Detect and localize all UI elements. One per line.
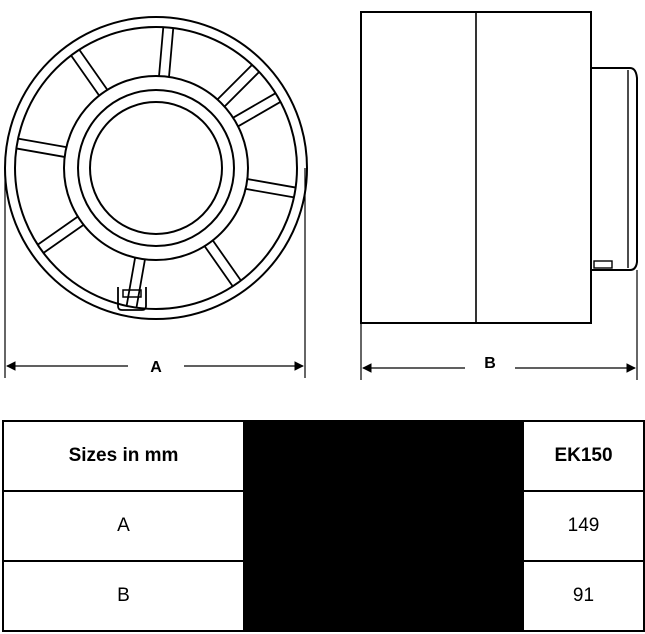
hub-outer (63, 75, 249, 261)
model-header: EK150 (522, 420, 645, 492)
table-header-row: Sizes in mm EK150 (2, 420, 645, 632)
hub-middle (77, 89, 235, 247)
fan-blade (216, 64, 260, 108)
outer-ring-outer (4, 16, 308, 320)
latch-slot (122, 289, 142, 298)
dimension-label-b: B (484, 355, 496, 372)
dimension-cell-b: B (2, 560, 245, 632)
fan-blade (125, 257, 146, 308)
dimension-cell-a: A (2, 490, 245, 562)
sizes-table: Sizes in mm EK150 A 149 B 91 (2, 420, 645, 632)
fan-blade (70, 49, 109, 97)
fan-blades (16, 27, 296, 308)
table-row: A 149 (2, 490, 645, 562)
technical-drawing: A B (4, 11, 638, 380)
fan-blade (158, 27, 175, 77)
latch-tab (117, 287, 147, 311)
fan-blade (232, 92, 282, 128)
sizes-header: Sizes in mm (2, 420, 245, 492)
motor-housing (591, 67, 638, 271)
fan-blade (37, 215, 85, 254)
fan-blade (245, 178, 296, 199)
redacted-cell (243, 420, 524, 632)
table-row: B 91 (2, 560, 645, 632)
dimension-label-a: A (150, 359, 162, 376)
dimension-b (360, 270, 638, 380)
hub-inner (89, 101, 223, 235)
value-cell-b: 91 (522, 560, 645, 632)
dimension-a (4, 168, 306, 378)
fan-blade (16, 137, 67, 158)
front-view (4, 16, 308, 320)
value-cell-a: 149 (522, 490, 645, 562)
side-view (360, 11, 638, 324)
outer-ring-inner (14, 26, 298, 310)
fan-blade (203, 239, 242, 287)
motor-clip (593, 260, 613, 269)
